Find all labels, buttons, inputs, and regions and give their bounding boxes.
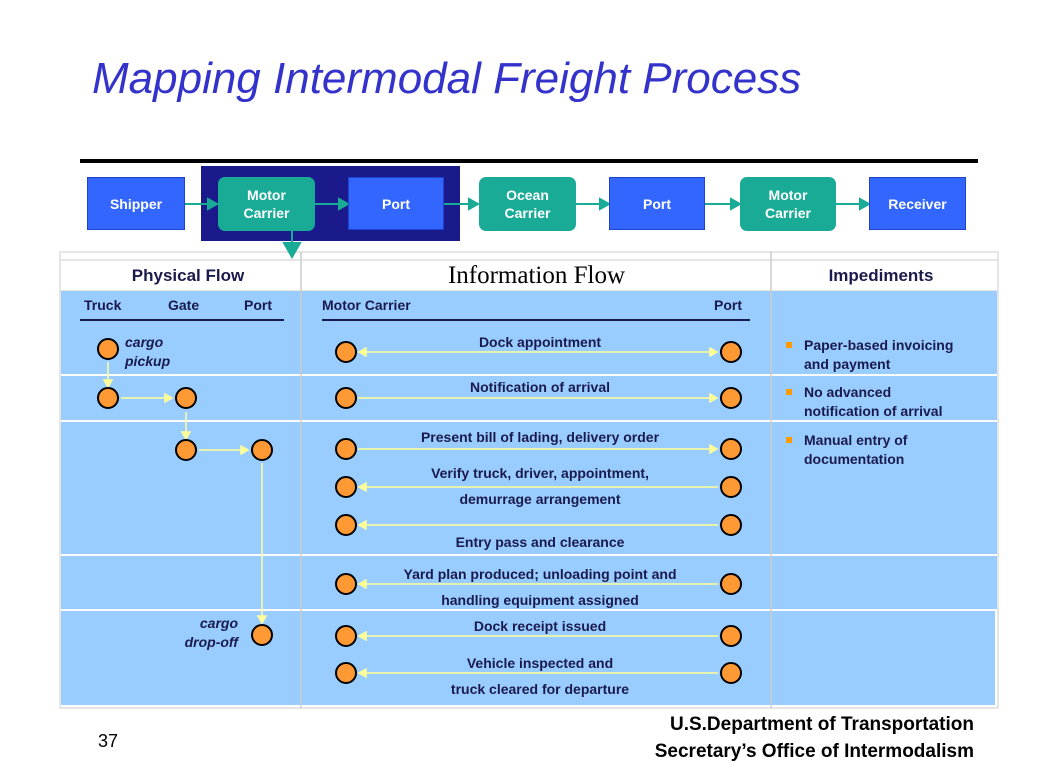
node-gate-2 <box>175 439 197 461</box>
process-motor-carrier-2: Motor Carrier <box>740 177 836 231</box>
sub-gate: Gate <box>168 297 200 313</box>
process-receiver: Receiver <box>869 177 966 230</box>
process-motor-carrier-1: Motor Carrier <box>218 177 315 231</box>
band-5 <box>61 611 995 705</box>
process-shipper: Shipper <box>87 177 185 230</box>
node-port-1 <box>251 439 273 461</box>
impediments-header: Impediments <box>828 265 934 285</box>
band-4 <box>61 556 997 609</box>
message-notification: Notification of arrival <box>469 379 611 395</box>
physical-flow-header: Physical Flow <box>131 265 245 285</box>
message-entry-pass: Entry pass and clearance <box>455 534 625 550</box>
node-port-2 <box>251 624 273 646</box>
bullet-icon <box>786 342 792 348</box>
sub-info-port: Port <box>714 297 742 313</box>
message-dock-receipt: Dock receipt issued <box>473 618 607 634</box>
node-gate-1 <box>175 387 197 409</box>
cargo-dropoff-label: cargo drop-off <box>184 615 238 650</box>
page-number: 37 <box>98 731 119 751</box>
message-verify-line2: demurrage arrangement <box>459 491 621 507</box>
message-vehicle-line1: Vehicle inspected and <box>466 655 614 671</box>
footer-organization: U.S.Department of Transportation Secreta… <box>654 714 974 762</box>
message-verify-line1: Verify truck, driver, appointment, <box>431 465 649 481</box>
sub-port: Port <box>244 297 272 313</box>
band-3 <box>61 422 997 554</box>
message-bill-of-lading: Present bill of lading, delivery order <box>420 429 660 445</box>
title-divider <box>80 159 978 163</box>
process-port-2: Port <box>609 177 705 230</box>
page-title: Mapping Intermodal Freight Process <box>92 54 802 103</box>
message-yard-plan-line1: Yard plan produced; unloading point and <box>403 566 677 582</box>
header-band <box>59 259 999 292</box>
bullet-icon <box>786 389 792 395</box>
band-1 <box>61 291 997 374</box>
message-dock-appointment: Dock appointment <box>478 334 602 350</box>
process-ocean-carrier: Ocean Carrier <box>479 177 576 231</box>
information-flow-header: Information Flow <box>447 261 626 289</box>
sub-truck: Truck <box>84 297 122 313</box>
bullet-icon <box>786 437 792 443</box>
sub-motor-carrier: Motor Carrier <box>322 297 411 313</box>
message-yard-plan-line2: handling equipment assigned <box>441 592 639 608</box>
node-truck-1 <box>97 338 119 360</box>
process-port-1: Port <box>348 177 444 230</box>
message-vehicle-line2: truck cleared for departure <box>450 681 630 697</box>
node-truck-2 <box>97 387 119 409</box>
cargo-pickup-label: cargo pickup <box>125 334 171 369</box>
